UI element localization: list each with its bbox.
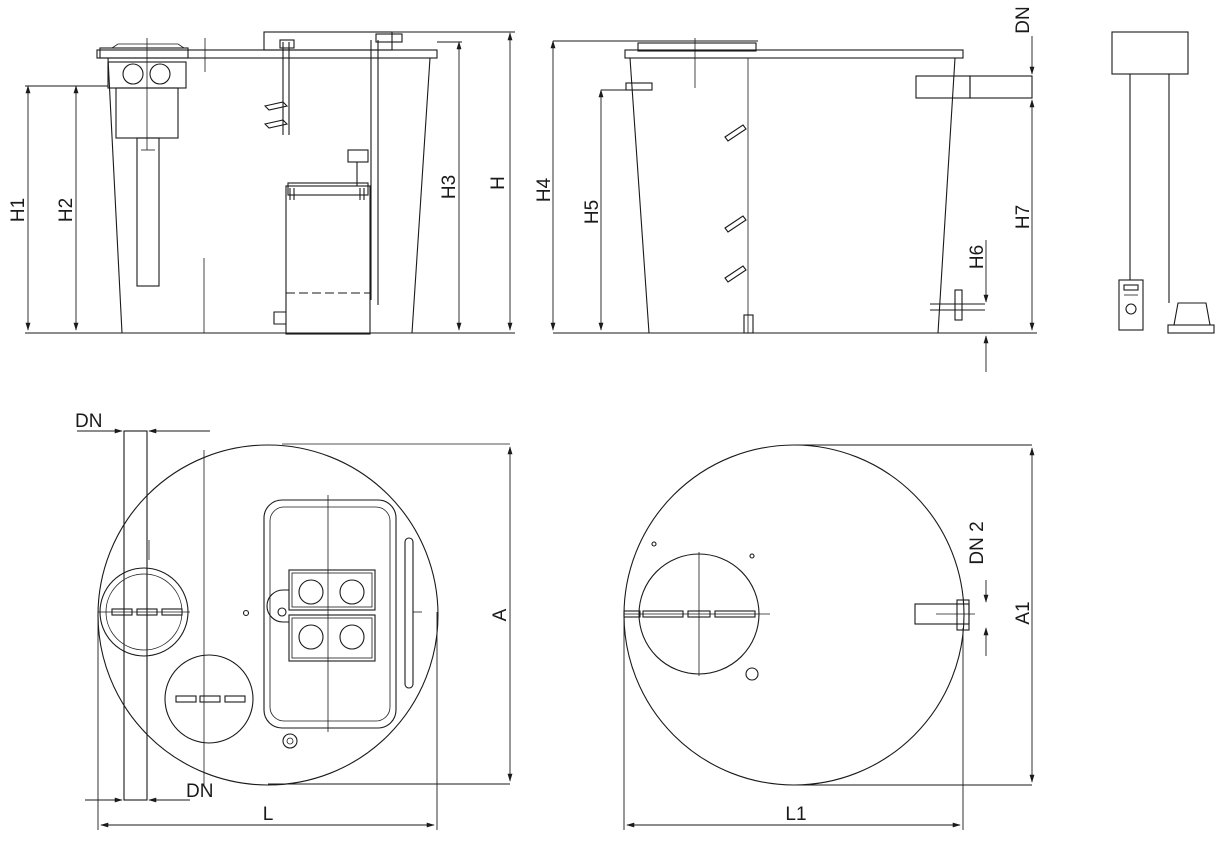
plan-view-2: DN 2 A1 L1	[623, 444, 1035, 830]
dim-label-h2: H2	[56, 198, 77, 222]
dim-label-a1: A1	[1013, 601, 1034, 624]
dim-label-h4: H4	[534, 177, 555, 202]
dim-label-h3: H3	[439, 175, 460, 199]
dim-label-dn-side: DN	[1013, 6, 1034, 33]
dim-label-h6: H6	[967, 245, 988, 269]
dim-label-dn-bottom: DN	[186, 781, 213, 802]
dim-label-h: H	[488, 176, 509, 190]
dim-label-a: A	[490, 608, 511, 621]
dim-label-dn2: DN 2	[967, 521, 988, 564]
front-elevation-view: H1 H2 H3 H	[8, 31, 515, 335]
control-unit-view	[1111, 31, 1215, 334]
dim-label-l: L	[263, 804, 274, 825]
dim-label-l1: L1	[785, 804, 806, 825]
dim-label-h7: H7	[1013, 205, 1034, 229]
dim-label-h1: H1	[8, 198, 29, 222]
dim-label-dn-top: DN	[75, 411, 102, 432]
side-elevation-view: H4 H5 H6 H7 DN	[534, 6, 1037, 372]
top-plan-view: DN DN A L	[75, 411, 513, 830]
dim-label-h5: H5	[582, 200, 603, 224]
